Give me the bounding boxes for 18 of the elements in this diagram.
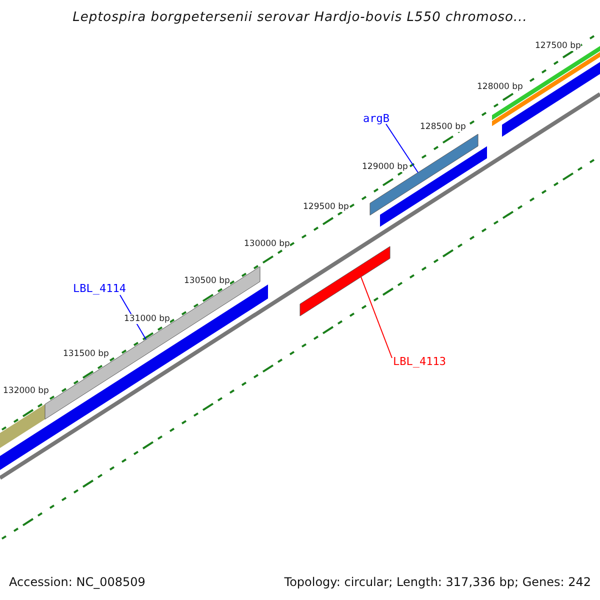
footer-text: Accession: NC_008509 xyxy=(9,575,146,589)
tick-label: 130000 bp xyxy=(244,239,290,249)
tick-label: 129000 bp xyxy=(362,162,408,172)
gene-label: argB xyxy=(363,112,390,125)
gene-bar xyxy=(300,246,390,316)
tick-label: 131000 bp xyxy=(124,314,170,324)
tick-label: 127500 bp xyxy=(535,41,581,51)
gene-label: LBL_4113 xyxy=(393,355,446,368)
title: Leptospira borgpetersenii serovar Hardjo-bovis L550 chromoso... xyxy=(72,10,528,25)
footer-text: Topology: circular; Length: 317,336 bp; Genes: 242 xyxy=(284,575,591,589)
leader-line xyxy=(386,124,418,173)
tick-label: 130500 bp xyxy=(184,276,230,286)
tick-label: 128000 bp xyxy=(477,82,523,92)
tick-label: 129500 bp xyxy=(303,202,349,212)
leader-line xyxy=(360,276,392,358)
tick-label: 132000 bp xyxy=(3,386,49,396)
tick-label: 131500 bp xyxy=(63,349,109,359)
gene-label: LBL_4114 xyxy=(73,282,126,295)
